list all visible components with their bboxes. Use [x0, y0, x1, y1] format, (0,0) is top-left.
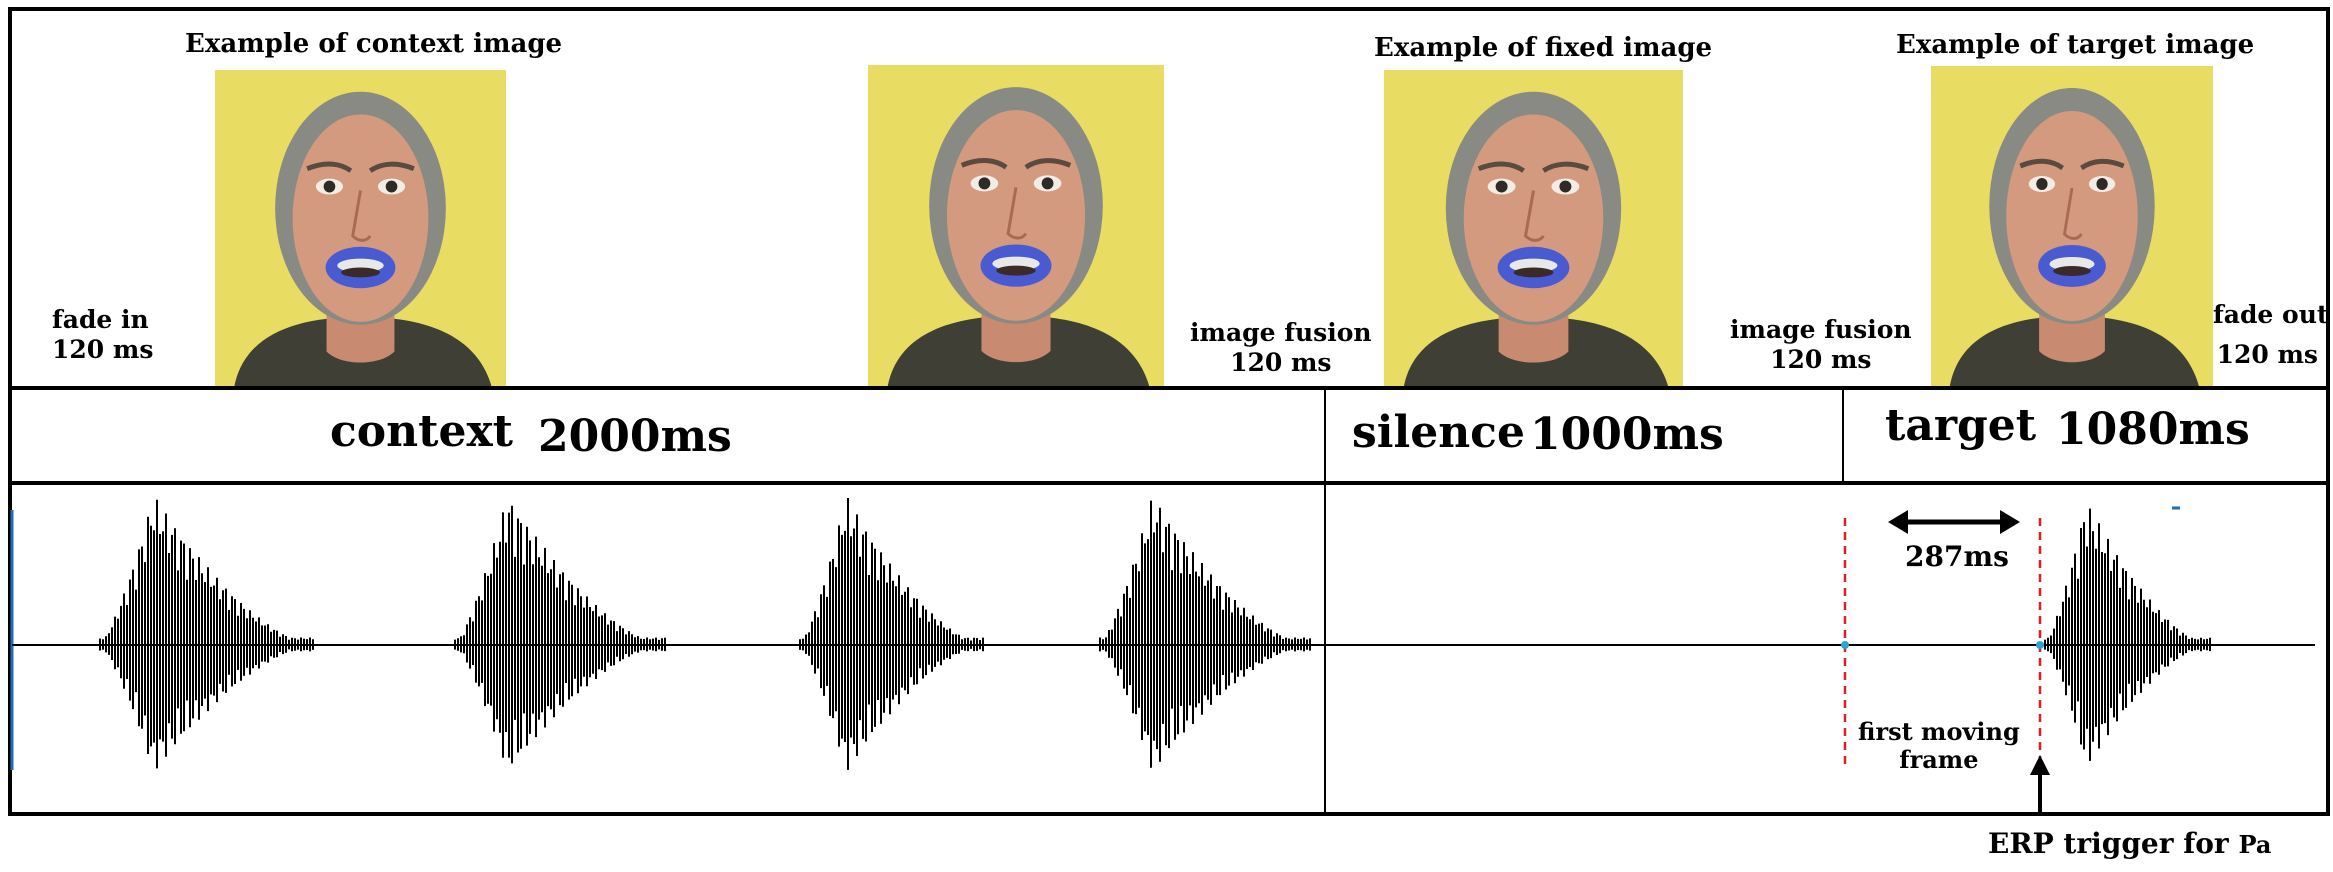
first-moving-frame-label: first moving frame — [1858, 718, 2020, 773]
target-face-image — [1931, 66, 2213, 386]
fixed-image-caption: Example of fixed image — [1374, 33, 1713, 63]
interval-label: 287ms — [1905, 540, 2009, 573]
first-moving-frame-line2: frame — [1899, 744, 1979, 774]
interval-arrow — [1888, 510, 2020, 534]
silence-segment-duration: 1000ms — [1530, 409, 1724, 460]
silence-segment-name: silence — [1352, 407, 1525, 458]
first-moving-frame-line1: first moving — [1858, 717, 2020, 746]
target-image-caption: Example of target image — [1896, 30, 2255, 60]
fade-in-duration: 120 ms — [52, 335, 154, 364]
audio-waveform — [99, 498, 2211, 770]
fixed-face-image — [1384, 70, 1683, 386]
waveform-burst — [454, 505, 666, 764]
fade-out-duration: 120 ms — [2216, 340, 2318, 369]
erp-trigger-arrow — [2030, 755, 2050, 812]
context-segment-duration: 2000ms — [538, 411, 732, 462]
image-fusion-text-2: image fusion — [1730, 315, 1912, 344]
context-image-caption: Example of context image — [185, 29, 563, 59]
image-fusion-label-2: image fusion 120 ms — [1730, 315, 1912, 375]
image-fusion-text-1: image fusion — [1190, 318, 1372, 347]
image-fusion-label-1: image fusion 120 ms — [1190, 318, 1372, 378]
fade-in-label: fade in 120 ms — [52, 305, 153, 365]
fade-out-text: fade out — [2213, 300, 2329, 329]
erp-trigger-suffix: Pa — [2238, 830, 2272, 859]
image-fusion-duration-1: 120 ms — [1230, 348, 1332, 377]
waveform-burst-path — [99, 499, 314, 769]
erp-trigger-label: ERP trigger for Pa — [1988, 827, 2271, 861]
waveform-burst-path — [1099, 500, 1311, 768]
marker-dot-2 — [2036, 641, 2044, 649]
context-face-image-2 — [868, 65, 1164, 386]
marker-dot-1 — [1841, 641, 1849, 649]
waveform-burst — [1099, 500, 1311, 768]
waveform-burst-path — [2044, 508, 2211, 761]
image-fusion-duration-2: 120 ms — [1770, 345, 1872, 374]
fade-in-text: fade in — [52, 305, 149, 334]
waveform-burst — [2044, 508, 2211, 761]
erp-trigger-text: ERP trigger for — [1988, 827, 2229, 860]
figure-frame — [8, 7, 2330, 816]
waveform-burst-path — [454, 505, 666, 764]
context-segment-name: context — [330, 406, 514, 457]
waveform-burst — [99, 499, 314, 769]
target-segment-name: target — [1885, 400, 2037, 451]
target-segment-duration: 1080ms — [2056, 404, 2250, 455]
waveform-burst-path — [799, 498, 984, 770]
waveform-burst — [799, 498, 984, 770]
context-face-image-1 — [215, 70, 506, 386]
fade-out-label: fade out 120 ms — [2213, 300, 2329, 370]
